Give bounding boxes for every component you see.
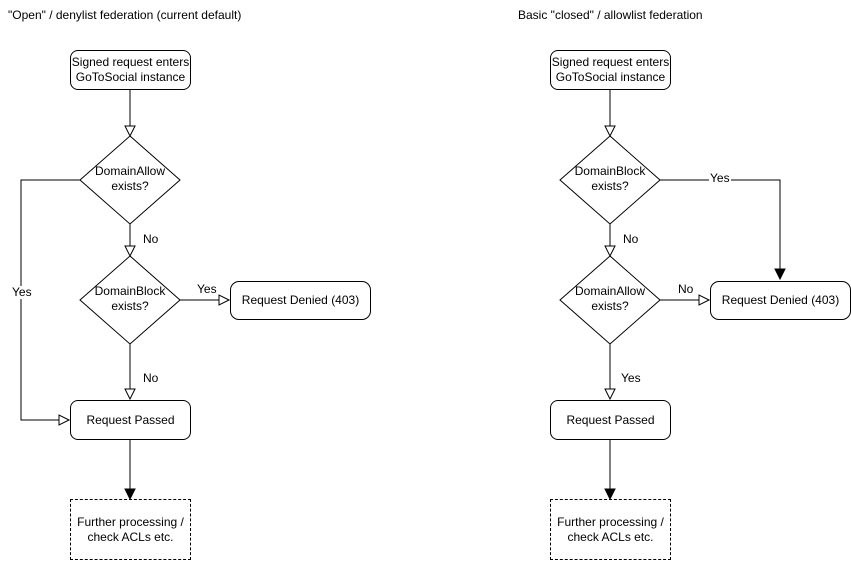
right-decision2-yes-label: Yes: [620, 371, 642, 385]
arrowhead-filled-icon: [774, 268, 786, 281]
left-denied-node: Request Denied (403): [230, 281, 371, 320]
arrowhead-open-icon: [698, 294, 711, 306]
left-decision2-label: DomainBlock exists?: [94, 284, 166, 313]
arrowhead-open-icon: [124, 245, 136, 258]
arrowhead-open-icon: [58, 414, 71, 426]
left-decision2-no-label: No: [142, 371, 160, 385]
left-decision1-label: DomainAllow exists?: [94, 164, 166, 193]
left-passed-node: Request Passed: [70, 400, 191, 440]
arrowhead-filled-icon: [604, 488, 616, 501]
right-further-processing-node: Further processing / check ACLs etc.: [550, 499, 671, 560]
right-edge-decision1-yes-to-denied: [660, 179, 781, 269]
right-start-node: Signed request enters GoToSocial instanc…: [550, 50, 671, 90]
right-decision2-label: DomainAllow exists?: [574, 284, 646, 313]
left-diagram-title: "Open" / denylist federation (current de…: [8, 8, 242, 22]
left-further-processing-node: Further processing / check ACLs etc.: [70, 499, 191, 560]
right-decision1-no-label: No: [622, 232, 640, 246]
arrowhead-filled-icon: [124, 488, 136, 501]
right-denied-node: Request Denied (403): [710, 281, 851, 320]
right-decision2-no-label: No: [677, 282, 695, 296]
left-decision2-yes-label: Yes: [196, 282, 218, 296]
right-decision1-yes-label: Yes: [709, 171, 731, 185]
arrowhead-open-icon: [604, 125, 616, 138]
left-decision1-no-label: No: [142, 232, 160, 246]
left-start-node: Signed request enters GoToSocial instanc…: [70, 50, 191, 90]
arrowhead-open-icon: [604, 388, 616, 401]
arrowhead-open-icon: [124, 388, 136, 401]
arrowhead-open-icon: [218, 294, 231, 306]
arrowhead-open-icon: [604, 245, 616, 258]
right-diagram-title: Basic "closed" / allowlist federation: [518, 8, 703, 22]
left-edge-decision1-yes-to-passed: [20, 179, 80, 421]
right-decision1-label: DomainBlock exists?: [574, 164, 646, 193]
right-passed-node: Request Passed: [550, 400, 671, 440]
arrowhead-open-icon: [124, 125, 136, 138]
left-decision1-yes-label: Yes: [11, 285, 33, 299]
